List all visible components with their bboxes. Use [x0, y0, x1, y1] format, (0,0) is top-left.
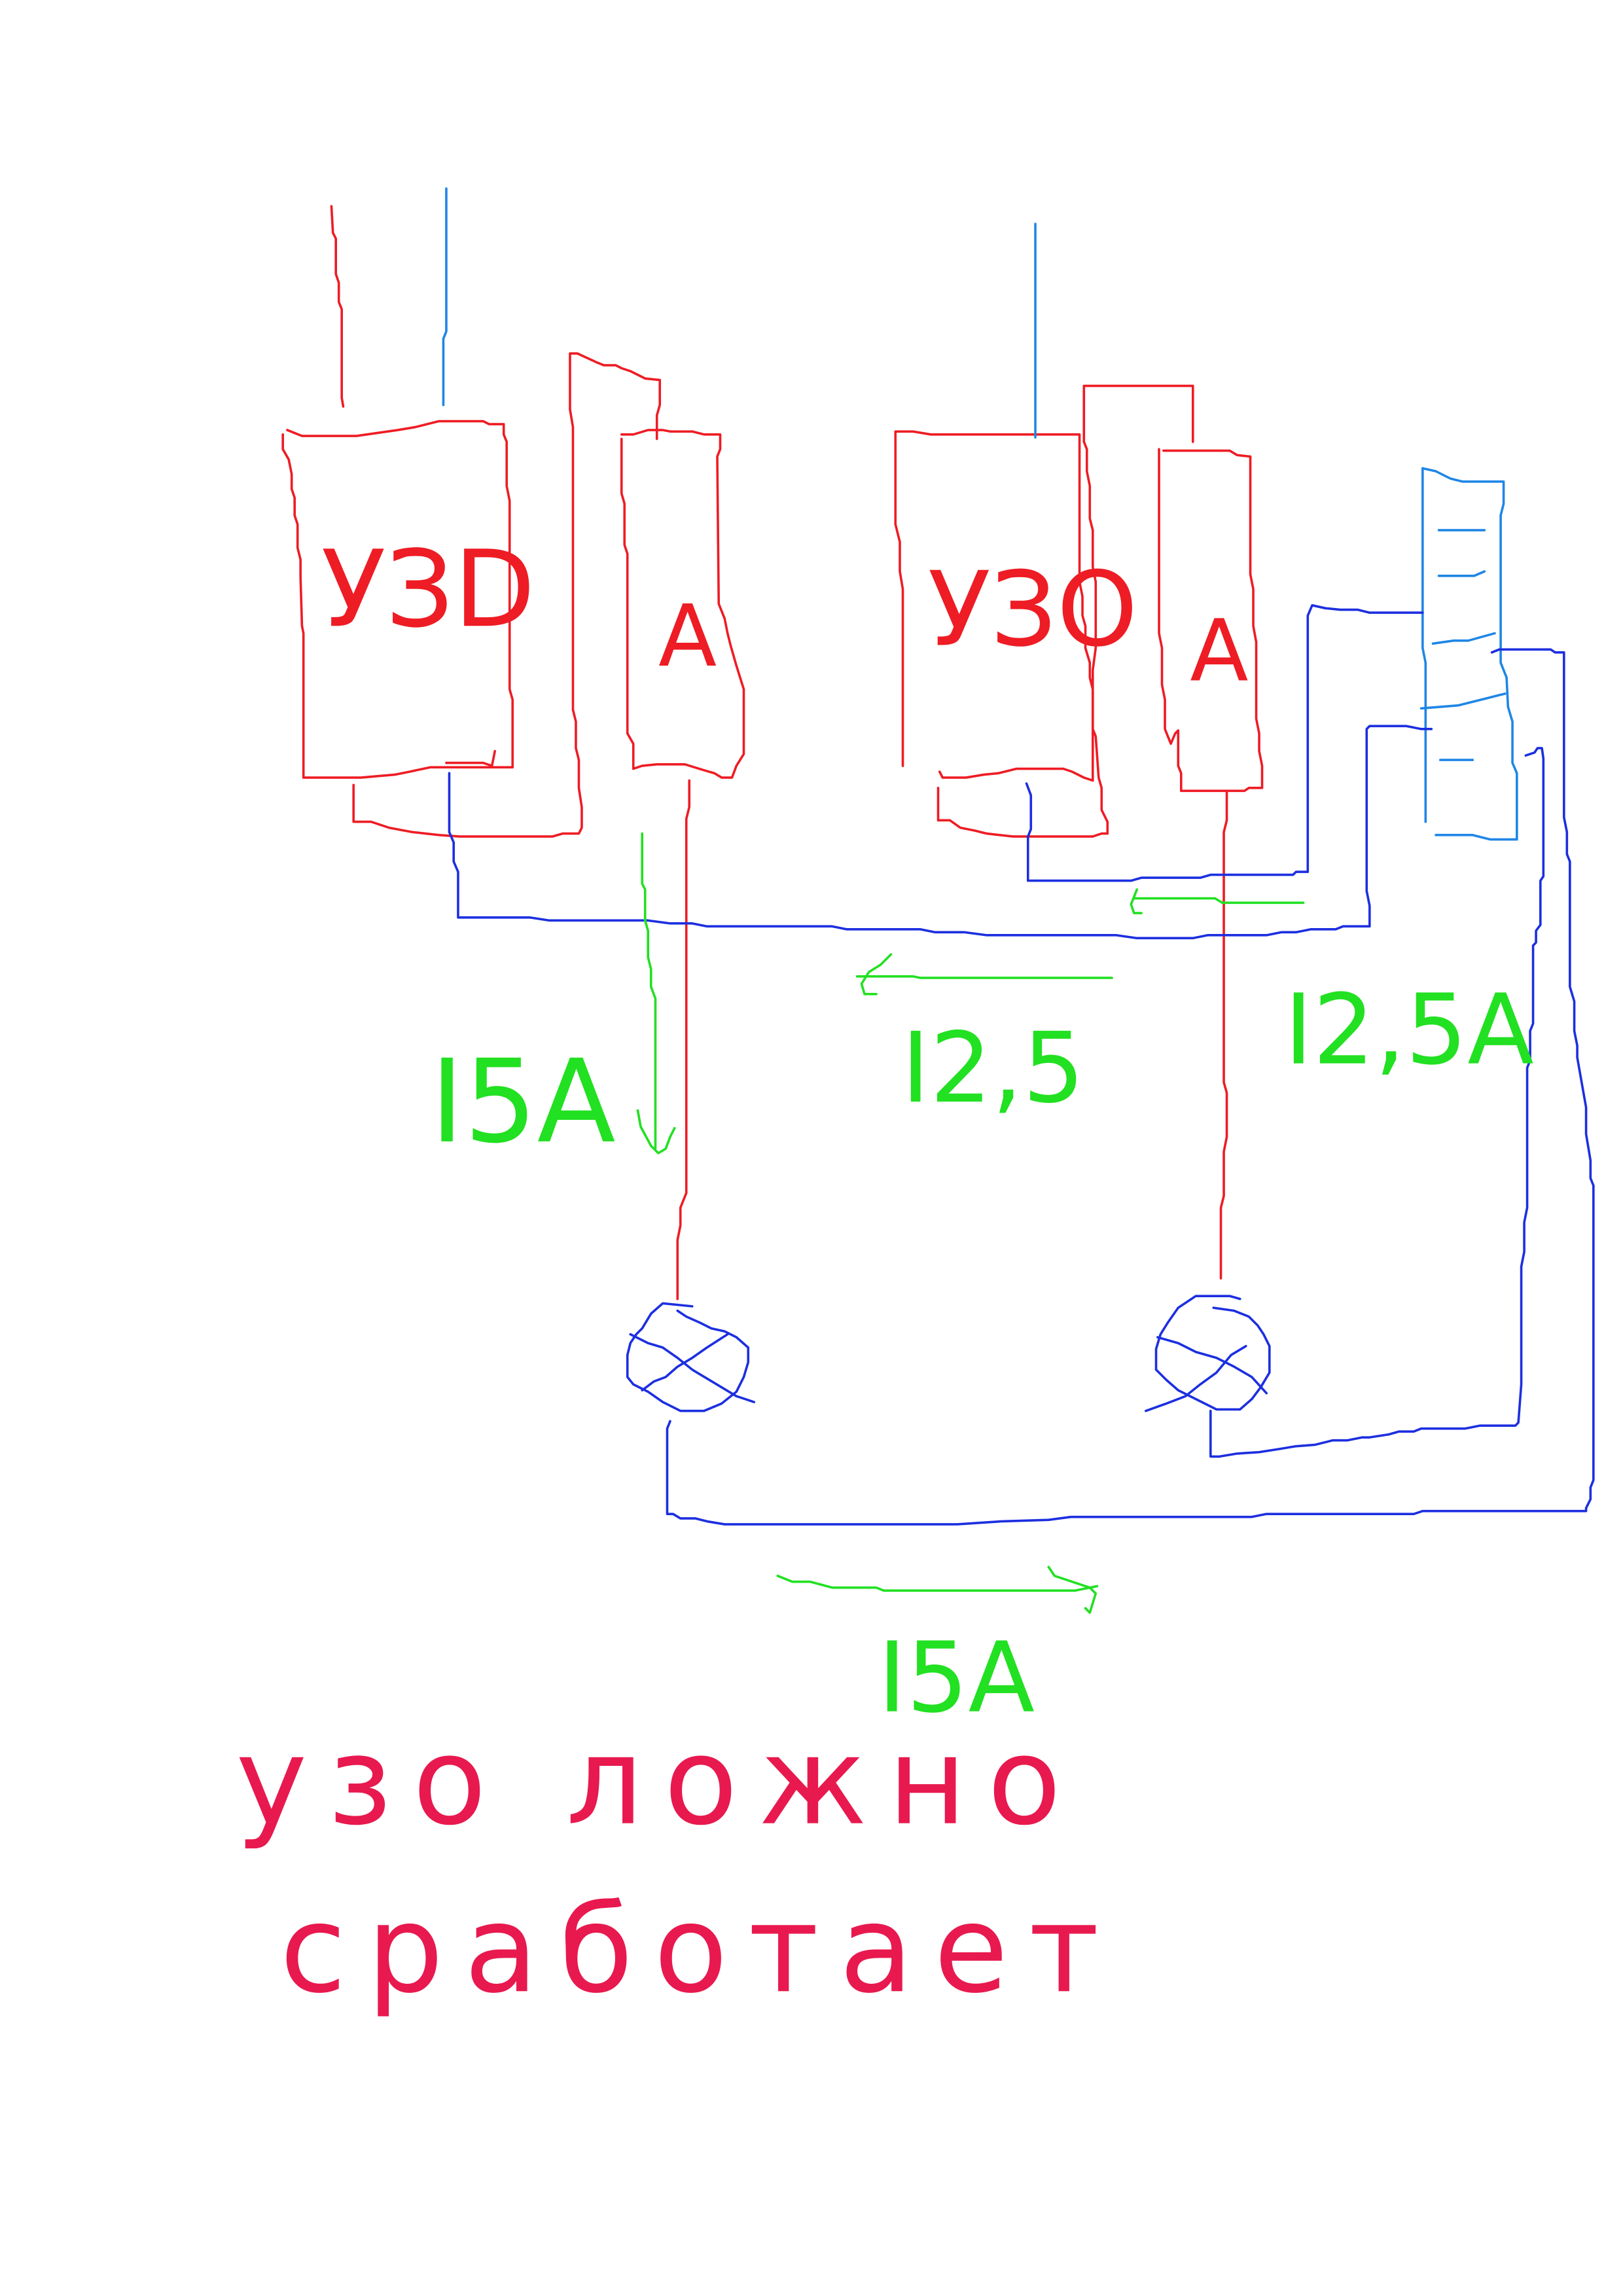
- rcd-left-label: УЗD: [321, 528, 535, 651]
- arrow-left-icon-2: [1130, 888, 1305, 914]
- note-line1: узо ложно: [236, 1712, 1082, 1852]
- rcd-right-label: УЗО: [928, 550, 1138, 670]
- arrow-down-icon: [636, 832, 676, 1155]
- breaker-right: A: [1158, 448, 1264, 1280]
- neutral-in-left: [442, 187, 448, 406]
- breaker-left: A: [620, 429, 745, 1300]
- arrow-right-icon: [776, 1566, 1099, 1614]
- right-current-label: I2,5A: [1284, 974, 1534, 1087]
- neutral-bus: [1419, 467, 1518, 841]
- breaker-right-label: A: [1190, 601, 1248, 701]
- lamp-right: [1144, 1295, 1271, 1412]
- bottom-current-label: I5A: [878, 1622, 1035, 1735]
- arrow-left-icon: [855, 953, 1113, 996]
- breaker-left-label: A: [658, 586, 717, 686]
- left-current-label: I5A: [430, 1035, 615, 1169]
- current-annotations: I5A I2,5 I2,5A I5A: [430, 832, 1534, 1735]
- lamp-left: [626, 1302, 756, 1412]
- middle-current-label: I2,5: [901, 1012, 1084, 1125]
- rcd-right: УЗО: [894, 384, 1194, 838]
- note-line2: сработает: [280, 1879, 1120, 2020]
- neutral-wiring: [448, 604, 1595, 1526]
- rcd-left: УЗD: [281, 205, 662, 838]
